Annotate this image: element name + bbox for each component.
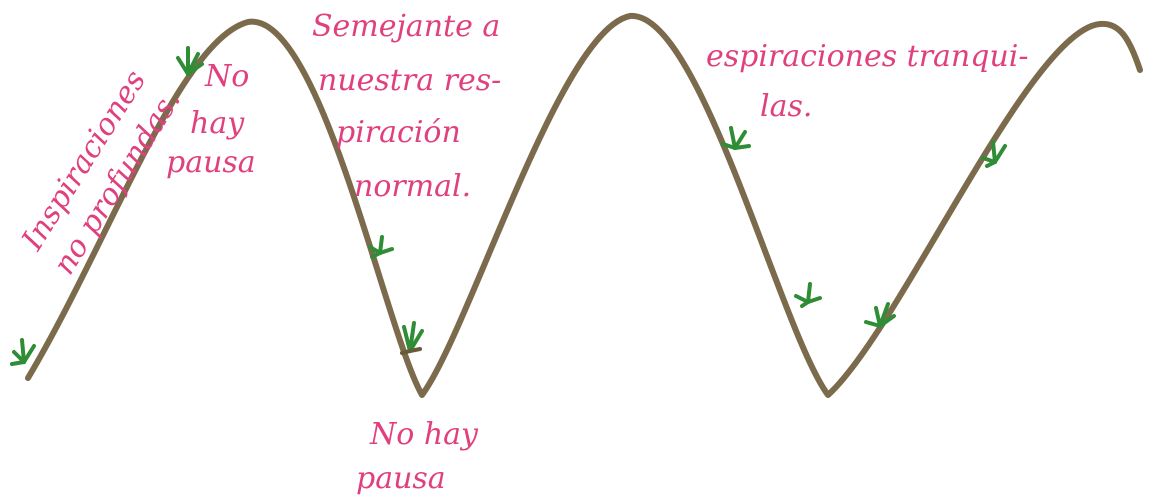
breathing-wave-curve: [25, 12, 1143, 398]
trough-annotation-line-2: pausa: [356, 461, 446, 496]
peak-annotation-line-2: hay: [190, 106, 245, 141]
middle-annotation-line-3: piración: [336, 115, 461, 150]
grass-tuft-icon: [400, 321, 424, 355]
grass-tuft-icon: [721, 126, 751, 150]
trough-annotation-line-1: No hay: [369, 417, 479, 452]
trough-annotation: No hay pausa: [356, 417, 479, 496]
right-annotation: espiraciones tranqui- las.: [706, 39, 1029, 124]
peak-annotation: No hay pausa: [166, 59, 256, 180]
grass-tuft-icon: [864, 302, 896, 328]
middle-annotation-line-2: nuestra res-: [318, 63, 501, 98]
peak-annotation-line-1: No: [204, 59, 249, 94]
grass-tuft-icon: [368, 235, 394, 259]
peak-annotation-line-3: pausa: [166, 145, 256, 180]
right-annotation-line-1: espiraciones tranqui-: [706, 39, 1029, 74]
grass-tuft-icon: [176, 46, 204, 76]
middle-annotation: Semejante a nuestra res- piración normal…: [312, 9, 501, 204]
grass-tuft-icon: [981, 140, 1007, 168]
middle-annotation-line-4: normal.: [354, 169, 471, 204]
grass-tuft-icon: [794, 282, 822, 308]
right-annotation-line-2: las.: [760, 89, 812, 124]
grass-tuft-icon: [10, 338, 36, 366]
middle-annotation-line-1: Semejante a: [312, 9, 500, 44]
left-annotation: Inspiraciones no profundas.: [15, 64, 188, 281]
